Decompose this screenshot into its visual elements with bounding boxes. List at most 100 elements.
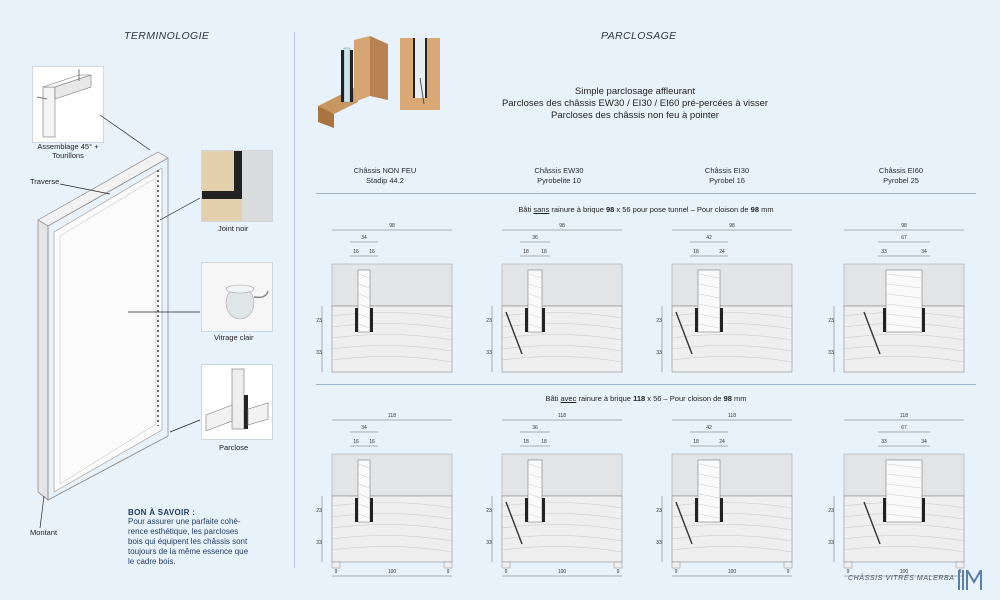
dimension-label: 18 [523, 249, 529, 255]
joint-noir-label: Joint noir [218, 224, 249, 233]
dimension-label: 33 [828, 350, 834, 356]
dimension-label: 9 [447, 569, 450, 575]
dimension-label: 100 [728, 569, 737, 575]
dimension-label: 118 [558, 413, 566, 419]
dimension-label: 67 [901, 235, 907, 241]
dimension-label: 33 [316, 540, 322, 546]
profile-section-3: 98 67 33 34 23 33 [828, 223, 965, 373]
dimension-label: 24 [719, 249, 725, 255]
dimension-label: 33 [881, 249, 887, 255]
dimension-label: 33 [828, 540, 834, 546]
note-line: rence esthétique, les parcloses [128, 527, 239, 536]
separator-line [316, 384, 976, 385]
joint-noir-image [201, 150, 273, 222]
dimension-label: 98 [559, 223, 565, 229]
dimension-label: 23 [828, 508, 834, 514]
window-frame-drawing [37, 151, 169, 501]
dimension-label: 23 [656, 318, 662, 324]
dimension-label: 23 [486, 508, 492, 514]
dimension-label: 33 [881, 439, 887, 445]
dimension-label: 16 [369, 249, 375, 255]
dimension-label: 9 [505, 569, 508, 575]
dimension-label: 100 [558, 569, 567, 575]
dimension-label: 23 [316, 508, 322, 514]
dimension-label: 16 [353, 439, 359, 445]
traverse-label: Traverse [30, 177, 60, 186]
section-divider [294, 32, 295, 568]
row1-header: Bâti sans rainure à brique 98 x 56 pour … [518, 205, 774, 214]
dimension-label: 24 [719, 439, 725, 445]
note-line: le cadre bois. [128, 557, 176, 566]
profile-section-2: 98 42 18 24 23 33 [656, 223, 793, 373]
parclose-image [201, 364, 273, 440]
profile-section-0: 118 34 16 16 23 33 9 100 9 [316, 413, 453, 577]
dimension-label: 42 [706, 235, 712, 241]
dimension-label: 23 [486, 318, 492, 324]
dimension-label: 16 [353, 249, 359, 255]
dimension-label: 23 [316, 318, 322, 324]
dimension-label: 118 [900, 413, 908, 419]
dimension-label: 23 [828, 318, 834, 324]
dimension-label: 42 [706, 425, 712, 431]
dimension-label: 34 [921, 249, 927, 255]
parclosage-title: PARCLOSAGE [601, 30, 677, 42]
note-title: BON À SAVOIR : [128, 508, 196, 517]
dimension-label: 18 [523, 439, 529, 445]
dimension-label: 34 [361, 235, 367, 241]
vitrage-image [201, 262, 273, 332]
montant-label: Montant [30, 528, 58, 537]
profile-section-2: 118 42 18 24 23 33 9 100 9 [656, 413, 793, 577]
intro-line: Parcloses des châssis EW30 / EI30 / EI60… [501, 98, 769, 109]
dimension-label: 98 [901, 223, 907, 229]
dimension-label: 9 [675, 569, 678, 575]
dimension-label: 18 [693, 249, 699, 255]
dimension-label: 33 [486, 350, 492, 356]
dimension-label: 118 [388, 413, 396, 419]
dimension-label: 33 [656, 540, 662, 546]
note-line: Pour assurer une parfaite cohé- [128, 517, 241, 526]
dimension-label: 33 [316, 350, 322, 356]
dimension-label: 100 [388, 569, 397, 575]
dimension-label: 18 [541, 439, 547, 445]
brand-name: CHÂSSIS VITRÉS MALERBA [848, 575, 955, 582]
dimension-label: 98 [729, 223, 735, 229]
dimension-label: 18 [693, 439, 699, 445]
parclose-3d-illustration [318, 36, 388, 128]
dimension-label: 9 [847, 569, 850, 575]
note-line: toujours de la même essence que [128, 547, 249, 556]
assemblage-image [32, 66, 104, 143]
assemblage-label: Assemblage 45° + Tourillons [37, 142, 99, 160]
dimension-label: 16 [369, 439, 375, 445]
dimension-label: 118 [728, 413, 736, 419]
dimension-label: 34 [361, 425, 367, 431]
vitrage-label: Vitrage clair [214, 333, 254, 342]
parclose-label: Parclose [219, 443, 249, 452]
dimension-label: 34 [921, 439, 927, 445]
dimension-label: 23 [656, 508, 662, 514]
dimension-label: 9 [335, 569, 338, 575]
note-line: bois qui équipent les châssis sont [128, 537, 248, 546]
dimension-label: 98 [389, 223, 395, 229]
logo-icon [958, 566, 982, 590]
intro-line: Parcloses des châssis non feu à pointer [551, 110, 719, 121]
dimension-label: 33 [656, 350, 662, 356]
bon-a-savoir-note: BON À SAVOIR : Pour assurer une parfaite… [128, 508, 293, 567]
profile-section-1: 98 36 18 18 23 33 [486, 223, 623, 373]
dimension-label: 9 [959, 569, 962, 575]
brand-logo [958, 566, 986, 590]
dimension-label: 36 [532, 235, 538, 241]
dimension-label: 9 [787, 569, 790, 575]
dimension-label: 36 [532, 425, 538, 431]
dimension-label: 100 [900, 569, 909, 575]
dimension-label: 33 [486, 540, 492, 546]
intro-line: Simple parclosage affleurant [574, 86, 696, 97]
profile-section-0: 98 34 16 16 23 33 [316, 223, 453, 373]
dimension-label: 18 [541, 249, 547, 255]
parclosage-intro: Simple parclosage affleurant Parcloses d… [440, 86, 830, 122]
terminologie-title: TERMINOLOGIE [124, 30, 210, 42]
